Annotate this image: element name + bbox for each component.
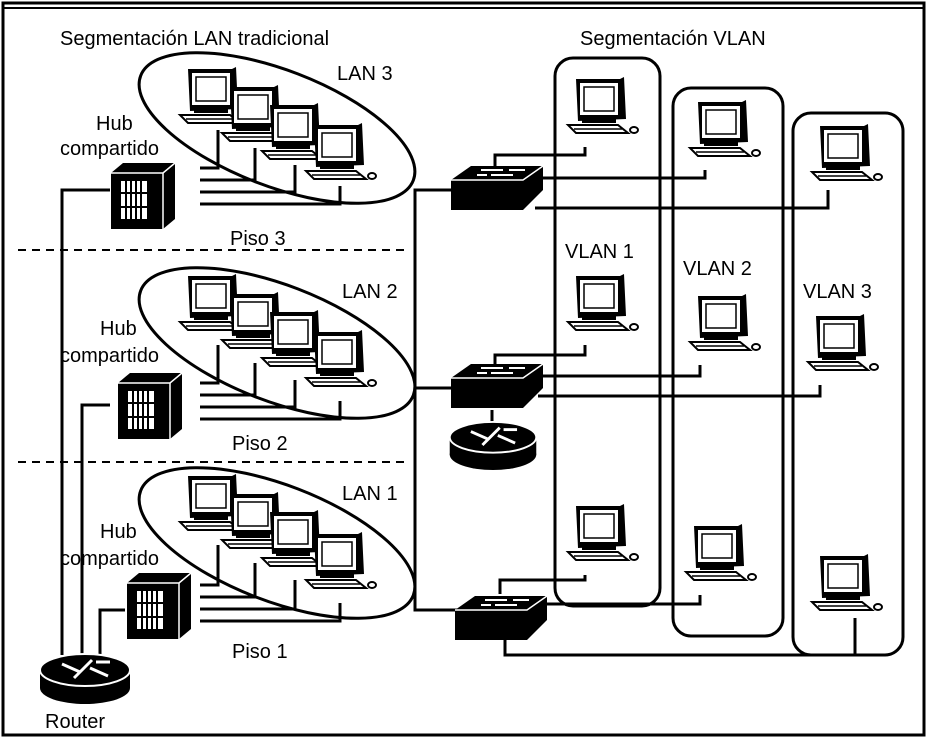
router-icon xyxy=(448,420,538,472)
switch-icon xyxy=(454,595,548,641)
computer-icon xyxy=(807,313,879,371)
floor-1: LAN 1 Hub compartido Piso 1 xyxy=(60,466,417,663)
lan-2-ellipse xyxy=(137,266,417,420)
computer-icon xyxy=(811,123,883,181)
right-section-title: Segmentación VLAN xyxy=(580,28,766,50)
computer-icon xyxy=(567,503,639,561)
hub-label: Hub xyxy=(100,521,137,543)
left-section-title: Segmentación LAN tradicional xyxy=(60,28,329,50)
lan-label: LAN 1 xyxy=(342,483,398,505)
hub-label: compartido xyxy=(60,345,159,367)
floor-label: Piso 2 xyxy=(232,433,288,455)
router-uplinks xyxy=(60,188,125,655)
vlan-1-group xyxy=(553,56,662,608)
hub-label: Hub xyxy=(96,113,133,135)
vlan-label: VLAN 3 xyxy=(803,281,872,303)
hub-icon xyxy=(117,372,183,440)
lan-label: LAN 2 xyxy=(342,281,398,303)
computer-icon xyxy=(305,531,377,589)
vlan-label: VLAN 1 xyxy=(565,241,634,263)
floor-label: Piso 1 xyxy=(232,641,288,663)
lan-3-ellipse xyxy=(137,51,417,205)
floor-label: Piso 3 xyxy=(230,228,286,250)
floor-3: LAN 3 Hub compartido Piso 3 xyxy=(60,51,417,250)
computer-icon xyxy=(811,553,883,611)
vlan-cabling xyxy=(413,147,857,657)
computer-icon xyxy=(567,273,639,331)
computer-icon xyxy=(567,76,639,134)
computer-icon xyxy=(689,99,761,157)
router-label: Router xyxy=(45,711,105,733)
computer-icon xyxy=(685,523,757,581)
vlan-label: VLAN 2 xyxy=(683,258,752,280)
hub-label: Hub xyxy=(100,318,137,340)
lan-1-ellipse xyxy=(137,466,417,620)
hub-icon xyxy=(126,572,192,640)
switch-icon xyxy=(450,165,544,211)
hub-label: compartido xyxy=(60,548,159,570)
hub-label: compartido xyxy=(60,138,159,160)
computer-icon xyxy=(689,293,761,351)
vlan-2-group xyxy=(671,86,785,638)
hub-links xyxy=(200,130,342,206)
switch-icon xyxy=(450,363,544,409)
computer-icon xyxy=(305,122,377,180)
hub-icon xyxy=(110,162,176,230)
floor-2: LAN 2 Hub compartido Piso 2 xyxy=(60,266,417,455)
lan-label: LAN 3 xyxy=(337,63,393,85)
router-icon xyxy=(38,652,132,706)
computer-icon xyxy=(305,329,377,387)
